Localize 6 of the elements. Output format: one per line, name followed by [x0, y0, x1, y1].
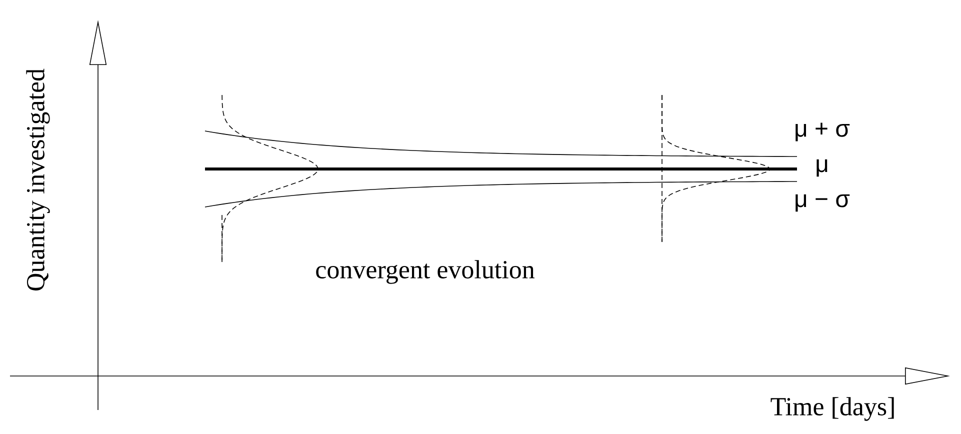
curve-label: μ − σ	[796, 194, 850, 212]
axis-label: Quantity investigated	[26, 68, 50, 290]
curve-label: μ + σ	[796, 122, 850, 142]
curve-label: μ	[816, 159, 828, 177]
annotation-text: convergent evolution	[316, 260, 534, 284]
axis-label: Time [days]	[770, 397, 894, 421]
